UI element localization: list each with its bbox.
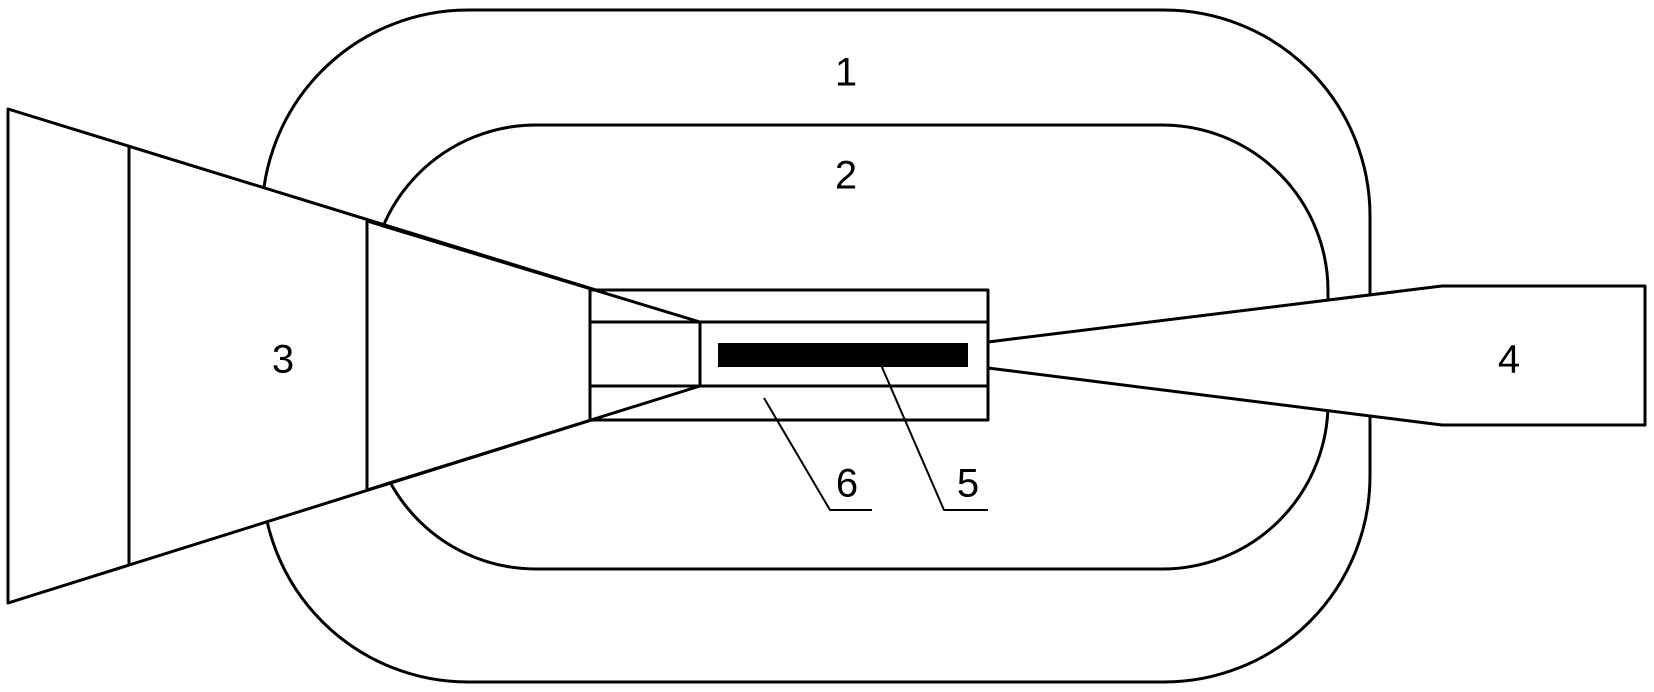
label-2: 2 xyxy=(835,154,857,198)
inlet-edge-bottom xyxy=(366,384,701,492)
outlet-diffuser xyxy=(986,284,1647,427)
label-1: 1 xyxy=(835,51,857,95)
label-5: 5 xyxy=(957,462,979,506)
leader-line-5 xyxy=(877,357,988,511)
label-3: 3 xyxy=(272,338,294,382)
label-4: 4 xyxy=(1498,338,1520,382)
leader-line-6 xyxy=(763,397,872,511)
test-element xyxy=(718,343,968,367)
label-6: 6 xyxy=(836,462,858,506)
inlet-edge-top xyxy=(366,219,701,324)
